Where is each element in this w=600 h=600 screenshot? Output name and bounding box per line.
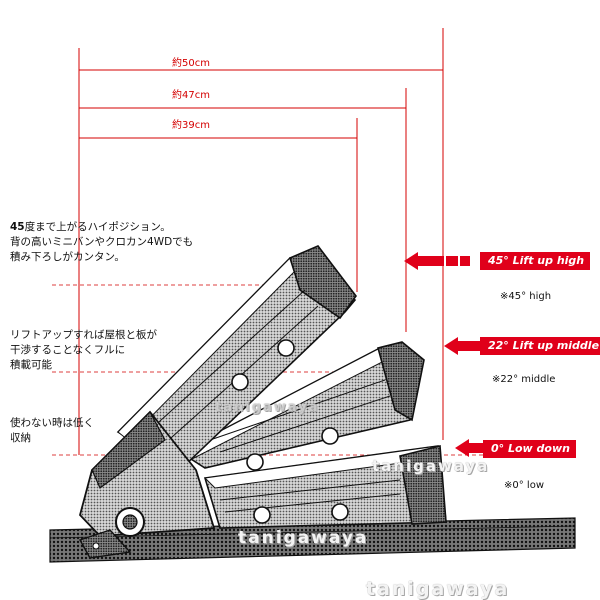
- watermark: tanigawaya: [238, 528, 369, 548]
- dimension-39: 約39cm: [79, 118, 358, 292]
- note-low-line-2: 収納: [10, 432, 31, 444]
- badge-middle: 22° Lift up middle: [480, 337, 600, 355]
- carrier-middle: [178, 341, 425, 471]
- watermark: tanigawaya: [215, 400, 320, 415]
- note-high-line-1: 度まで上がるハイポジション。: [24, 221, 171, 233]
- arrow-low: [455, 439, 483, 457]
- carrier-low: [203, 444, 447, 529]
- note-low-line-1: 使わない時は低く: [10, 417, 94, 429]
- dimension-47: 約47cm: [79, 88, 407, 332]
- note-low: 使わない時は低く 収納: [10, 416, 94, 446]
- badge-low: 0° Low down: [483, 440, 576, 458]
- watermark: tanigawaya: [372, 457, 490, 475]
- note-middle-line-1: リフトアップすれば屋根と板が: [10, 329, 157, 341]
- sub-high: ※45° high: [500, 291, 552, 302]
- note-high-line-3: 積み下ろしがカンタン。: [10, 251, 125, 263]
- arrow-middle: [444, 337, 480, 355]
- badge-high: 45° Lift up high: [480, 252, 591, 270]
- note-middle: リフトアップすれば屋根と板が 干渉することなくフルに 積載可能: [10, 328, 157, 373]
- note-high-line-2: 背の高いミニバンやクロカン4WDでも: [10, 236, 194, 248]
- dimension-39-label: 約39cm: [172, 118, 210, 131]
- dimension-47-label: 約47cm: [172, 88, 210, 101]
- dimension-50-label: 約50cm: [172, 56, 210, 69]
- dimension-50: 約50cm: [79, 28, 444, 440]
- watermark: tanigawaya: [366, 578, 510, 600]
- note-middle-line-2: 干渉することなくフルに: [10, 344, 126, 356]
- note-high-lead: 45: [10, 221, 25, 233]
- sub-middle: ※22° middle: [492, 374, 556, 385]
- note-high: 45度まで上がるハイポジション。 背の高いミニバンやクロカン4WDでも 積み下ろ…: [10, 220, 193, 265]
- sub-low: ※0° low: [504, 480, 544, 491]
- note-middle-line-3: 積載可能: [10, 359, 52, 371]
- arrow-high: [404, 252, 470, 270]
- hinge-bracket: [78, 410, 216, 559]
